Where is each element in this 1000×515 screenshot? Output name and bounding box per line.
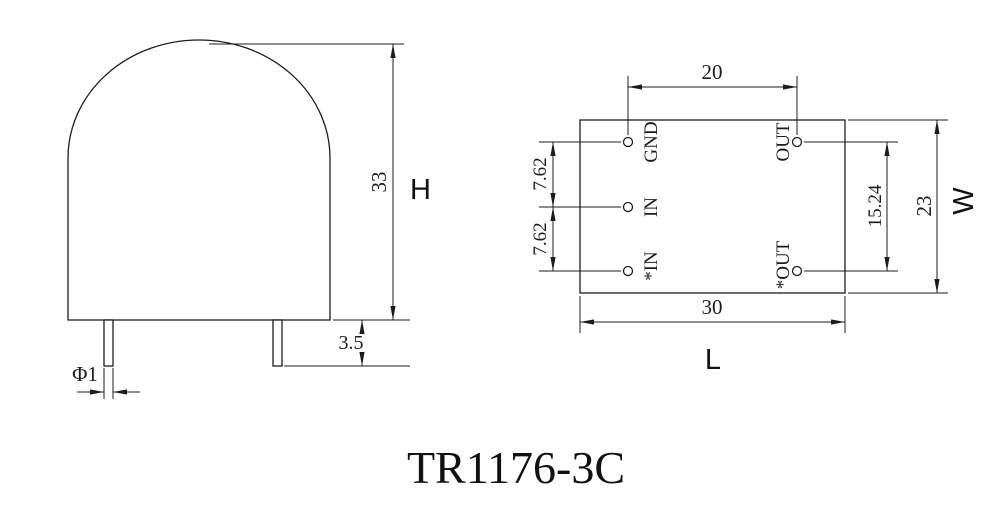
col-spacing-value: 20 — [702, 60, 723, 84]
pin-diameter-dimension: Φ1 — [72, 362, 140, 399]
out-span-value: 15.24 — [865, 184, 886, 227]
pin-label-in-mid: IN — [641, 197, 662, 217]
width-dimension: 23 W — [848, 119, 980, 294]
pin-label-gnd: GND — [641, 121, 662, 162]
dome-body-outline — [67, 39, 331, 321]
left-pin — [103, 319, 114, 367]
pin-label-out-bottom: *OUT — [773, 240, 794, 289]
pin-out-top — [791, 136, 803, 148]
pitch-value-2: 7.62 — [530, 222, 551, 255]
pin-layout-view: GND OUT IN *IN *OUT — [579, 119, 846, 294]
pin-in-bottom — [622, 265, 634, 277]
pin-length-value: 3.5 — [339, 332, 364, 354]
front-view — [67, 39, 331, 367]
pin-length-dimension: 3.5 — [284, 320, 410, 367]
row-pitch-dimensions: 7.62 7.62 — [530, 141, 621, 272]
pin-length-text-mask — [331, 334, 373, 352]
length-symbol: L — [705, 344, 721, 376]
length-dimension: 30 L — [579, 295, 846, 376]
pin-label-in-bottom: *IN — [641, 251, 662, 281]
right-pin — [272, 319, 283, 367]
column-spacing-dimension: 20 — [627, 60, 798, 135]
height-symbol: H — [410, 174, 431, 206]
pin-label-out-top: OUT — [773, 122, 794, 161]
height-dimension: 33 H — [209, 43, 431, 321]
pin-diameter-value: Φ1 — [72, 362, 98, 386]
part-number-title: TR1176-3C — [407, 442, 625, 493]
width-symbol: W — [948, 187, 980, 215]
height-value: 33 — [367, 172, 391, 193]
length-value: 30 — [702, 295, 723, 319]
out-span-dimension: 15.24 — [804, 141, 898, 272]
pitch-value-1: 7.62 — [530, 157, 551, 190]
pin-gnd — [622, 136, 634, 148]
pin-out-bottom — [791, 265, 803, 277]
pin-in-mid — [622, 201, 634, 213]
width-value: 23 — [912, 196, 936, 217]
